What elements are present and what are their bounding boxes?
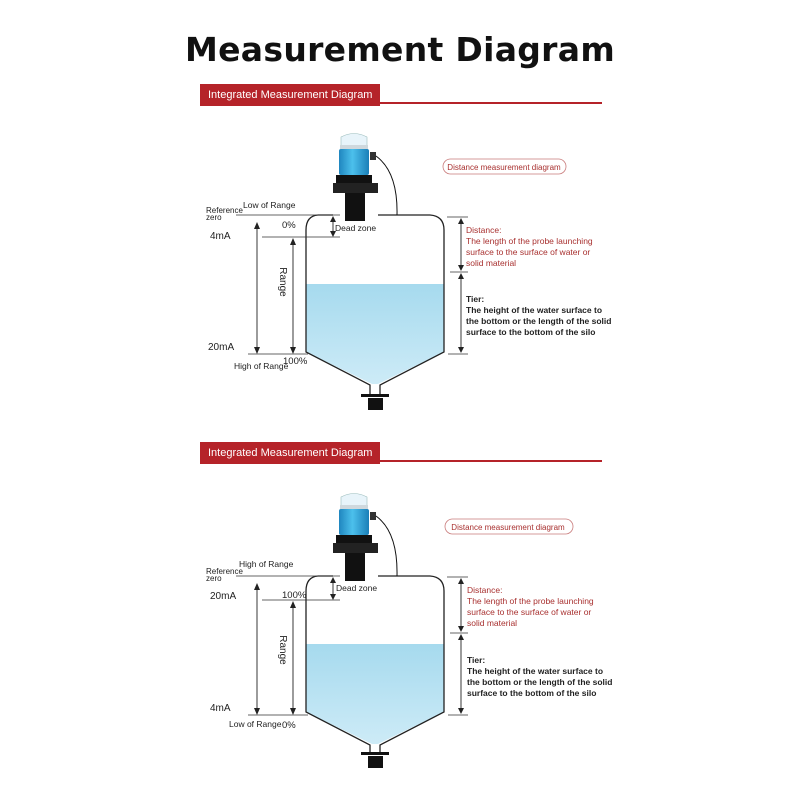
distance-heading: Distance: (467, 585, 502, 595)
bottom-percent-label: 100% (283, 356, 308, 367)
bottom-current-label: 20mA (208, 342, 234, 353)
section-header-rule (200, 460, 602, 462)
reference-zero-label-line2: zero (206, 574, 222, 583)
measurement-diagram-section-1: Integrated Measurement Diagram (0, 82, 800, 452)
reference-zero-label-line2: zero (206, 213, 222, 222)
distance-text-line-1: The length of the probe launching (467, 596, 594, 606)
silo-outlet-flange (361, 752, 389, 755)
distance-text-line-2: surface to the surface of water or (466, 247, 590, 257)
current-span-arrow (254, 583, 260, 715)
dead-zone-arrow (330, 577, 336, 600)
tier-arrow (458, 273, 464, 353)
current-span-arrow (254, 222, 260, 354)
top-percent-label: 100% (282, 590, 307, 601)
distance-heading: Distance: (466, 225, 501, 235)
silo-outlet-pipe (368, 398, 383, 410)
tier-text-line-2: the bottom or the length of the solid (467, 677, 612, 687)
water-fill (306, 644, 444, 744)
probe-cable (375, 515, 398, 577)
tier-heading: Tier: (466, 294, 484, 304)
distance-text-line-3: solid material (466, 258, 516, 268)
range-arrow (290, 238, 296, 354)
tier-text-line-3: surface to the bottom of the silo (467, 688, 596, 698)
top-range-label: High of Range (239, 559, 294, 569)
section-header: Integrated Measurement Diagram (200, 84, 381, 106)
tier-text-line-1: The height of the water surface to (466, 305, 602, 315)
distance-text-line-2: surface to the surface of water or (467, 607, 591, 617)
distance-text-line-1: The length of the probe launching (466, 236, 593, 246)
distance-arrow (458, 218, 464, 271)
dead-zone-label: Dead zone (335, 223, 376, 233)
dead-zone-arrow (330, 216, 336, 237)
page-title: Measurement Diagram (184, 30, 616, 69)
diagram-pill-box (442, 158, 567, 175)
reference-zero-label: Reference (206, 567, 243, 576)
range-label: Range (277, 635, 288, 665)
section-header-rule (200, 102, 602, 104)
bottom-range-label: Low of Range (229, 719, 282, 729)
diagram-pill: Distance measurement diagram (447, 163, 561, 172)
bottom-current-label: 4mA (210, 703, 231, 714)
dead-zone-label: Dead zone (336, 583, 377, 593)
bottom-percent-label: 0% (282, 720, 296, 731)
tier-arrow (458, 634, 464, 714)
range-label: Range (277, 267, 288, 297)
diagram-svg: Distance measurement diagram Reference z… (206, 133, 611, 410)
distance-arrow (458, 578, 464, 632)
distance-text-line-3: solid material (467, 618, 517, 628)
range-arrow (290, 601, 296, 715)
bottom-range-label: High of Range (234, 361, 289, 371)
top-current-label: 20mA (210, 591, 236, 602)
diagram-pill-box (444, 518, 574, 535)
ultrasonic-probe (333, 493, 378, 581)
reference-zero-label: Reference (206, 206, 243, 215)
diagram-svg: Distance measurement diagram Reference z… (206, 493, 612, 768)
diagram-pill: Distance measurement diagram (451, 523, 565, 532)
ultrasonic-probe (333, 133, 378, 221)
tier-text-line-2: the bottom or the length of the solid (466, 316, 611, 326)
top-range-label: Low of Range (243, 200, 296, 210)
silo-outlet-flange (361, 394, 389, 397)
section-header: Integrated Measurement Diagram (200, 442, 381, 464)
silo-outlet-pipe (368, 756, 383, 768)
top-percent-label: 0% (282, 220, 296, 231)
probe-cable (375, 155, 398, 216)
measurement-diagram-section-2: Integrated Measurement Diagram Distance … (0, 440, 800, 810)
water-fill (306, 284, 444, 384)
tier-text-line-1: The height of the water surface to (467, 666, 603, 676)
tier-text-line-3: surface to the bottom of the silo (466, 327, 595, 337)
tier-heading: Tier: (467, 655, 485, 665)
top-current-label: 4mA (210, 231, 231, 242)
